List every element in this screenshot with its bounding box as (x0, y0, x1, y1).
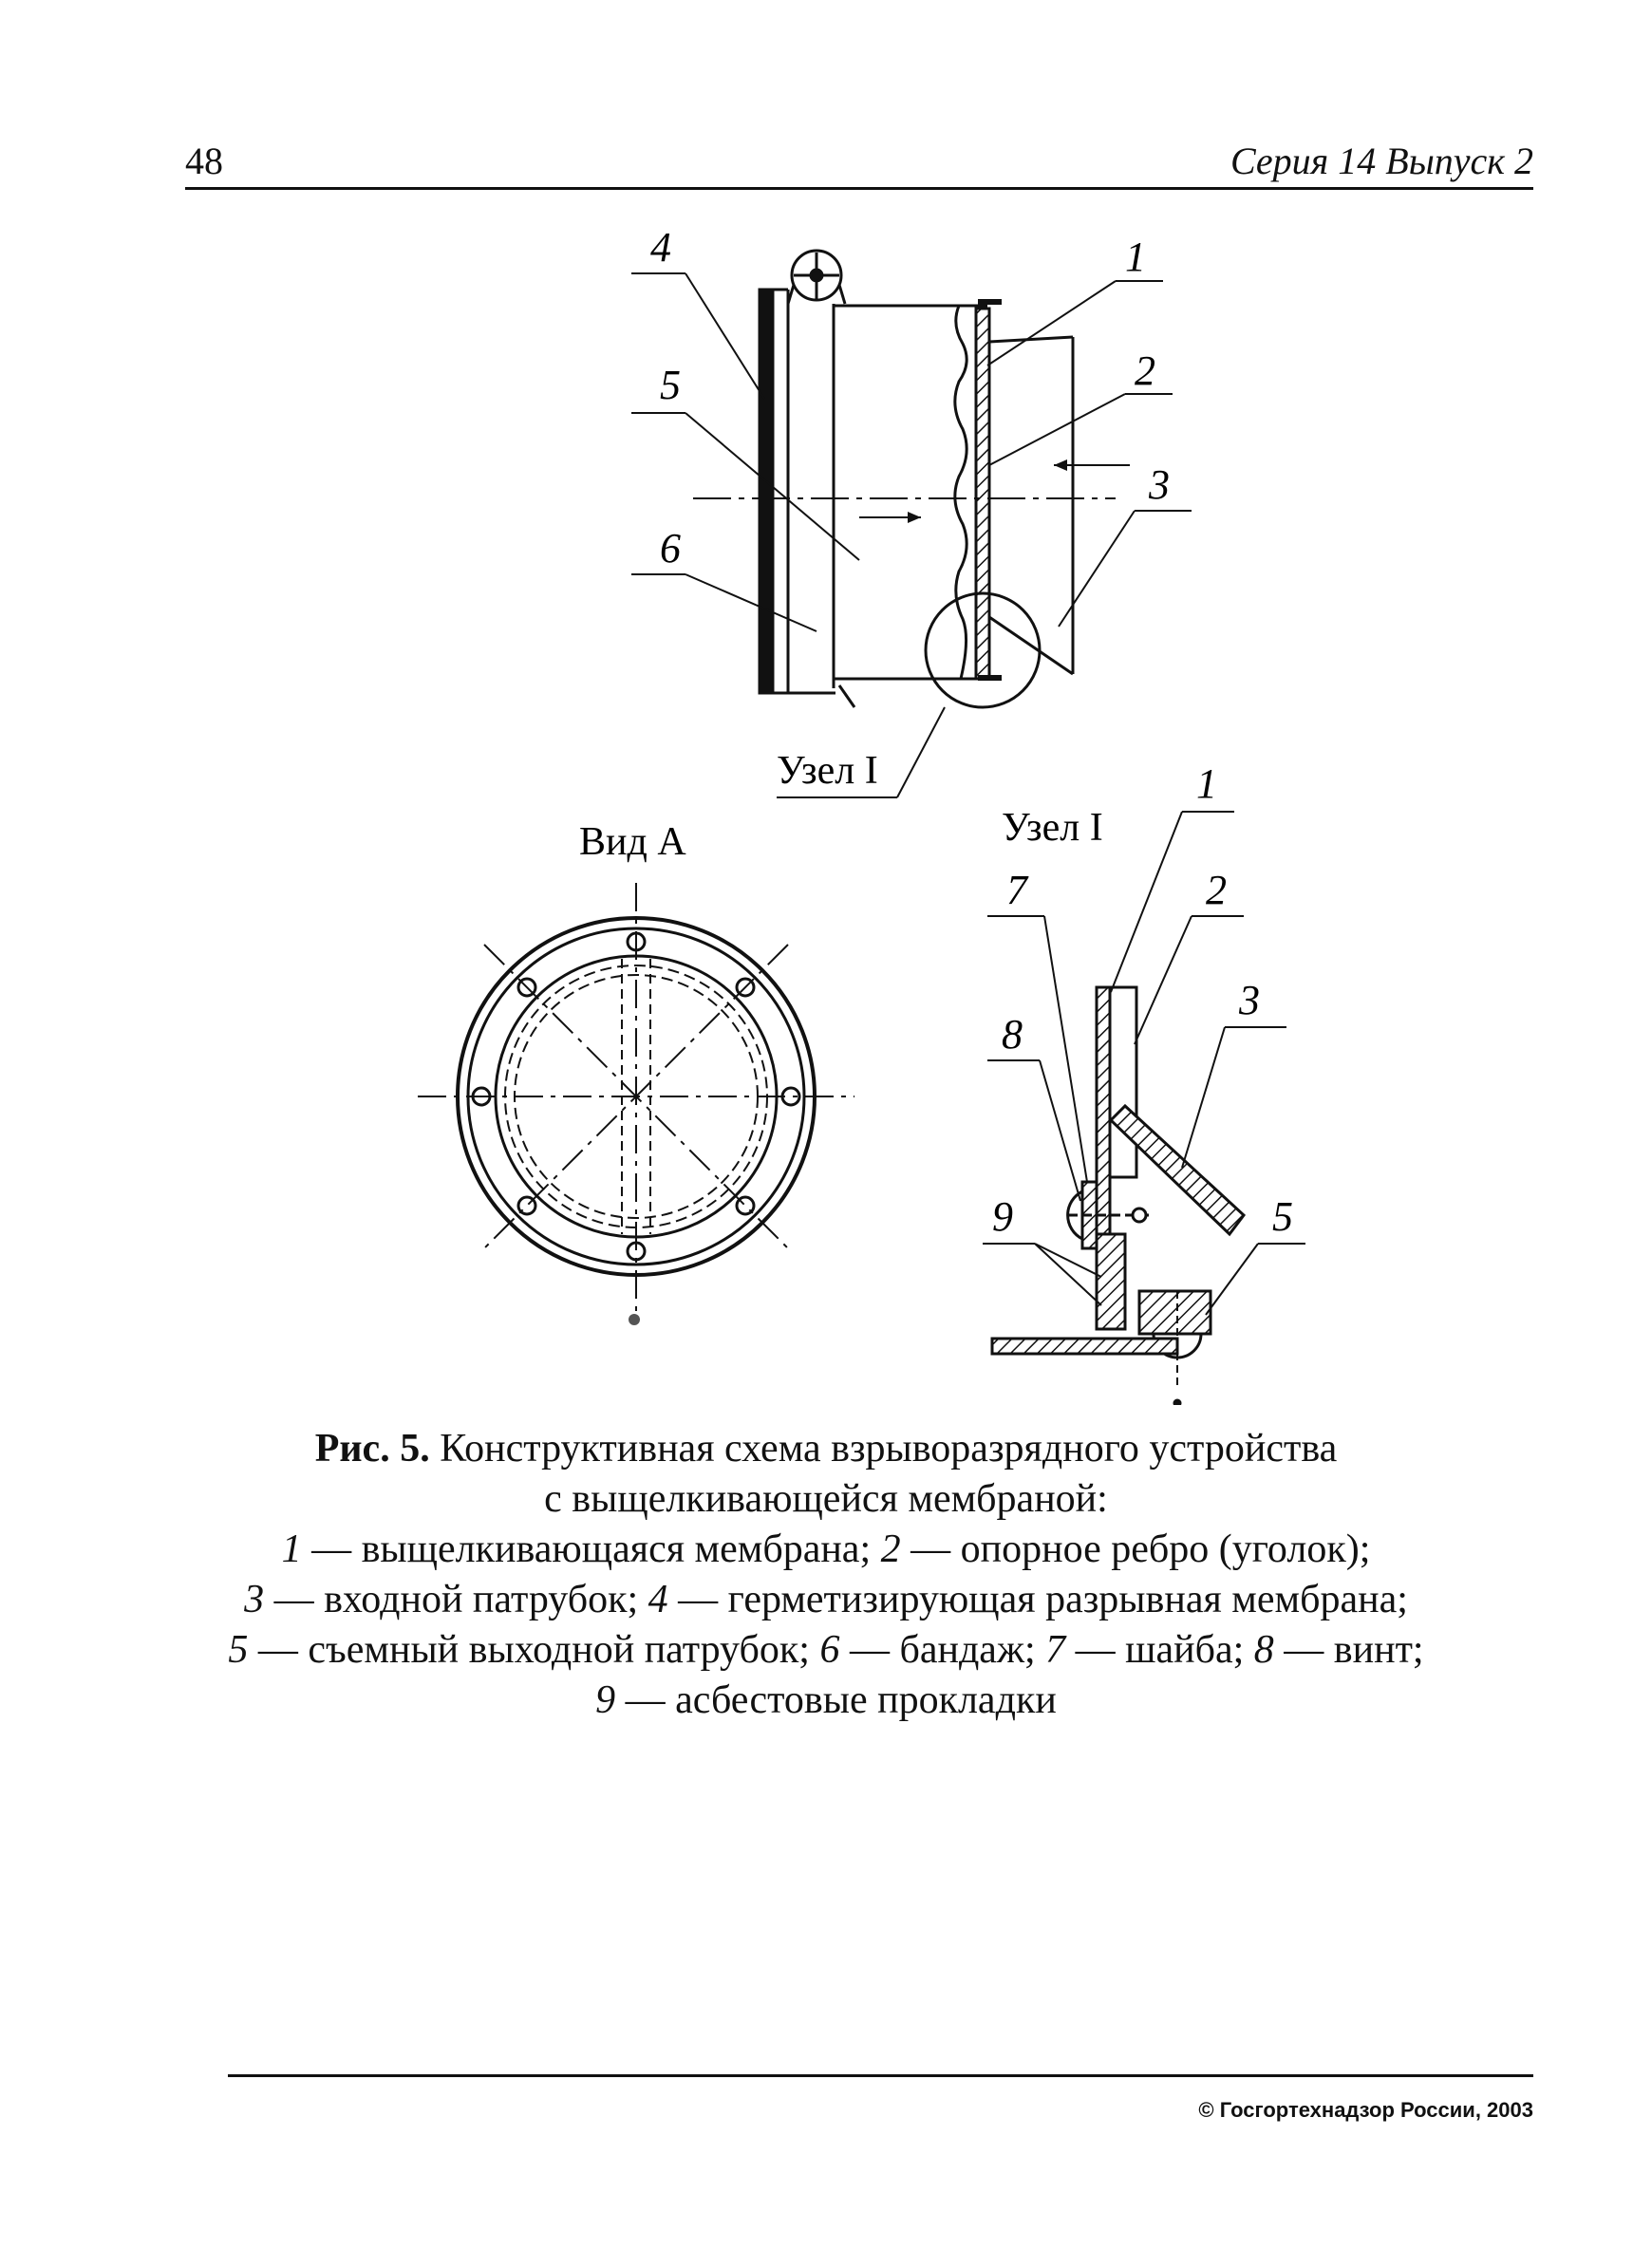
callout-1: 1 (1125, 234, 1146, 280)
legend-num: 8 (1253, 1628, 1274, 1672)
view-a-drawing (418, 883, 854, 1325)
caption-legend-line4: 9 — асбестовые прокладки (161, 1676, 1491, 1726)
legend-num: 7 (1045, 1628, 1066, 1672)
legend-text: — винт; (1284, 1628, 1424, 1672)
header-rule (185, 187, 1533, 190)
footer-copyright: © Госгортехнадзор России, 2003 (1198, 2098, 1533, 2122)
legend-text: — герметизирующая разрывная мембрана; (678, 1578, 1408, 1621)
legend-num: 2 (880, 1527, 901, 1571)
legend-num: 6 (819, 1628, 840, 1672)
detail-callout-2: 2 (1206, 867, 1227, 913)
callout-5: 5 (660, 362, 681, 408)
legend-text: — съемный выходной патрубок; (257, 1628, 810, 1672)
caption-label: Рис. 5. (314, 1427, 430, 1471)
callout-6: 6 (660, 525, 681, 571)
footer-rule (228, 2074, 1533, 2077)
node-detail-drawing (990, 985, 1247, 1405)
legend-num: 5 (228, 1628, 249, 1672)
caption-legend-line2: 3 — входной патрубок; 4 — герметизирующа… (161, 1575, 1491, 1625)
callout-2: 2 (1135, 347, 1155, 394)
technical-drawing: 4 1 5 2 3 6 Узел I Вид А Узел I (418, 224, 1305, 1405)
legend-num: 4 (648, 1578, 668, 1621)
main-leaders (631, 272, 1192, 798)
figure-caption: Рис. 5. Конструктивная схема взрыворазря… (161, 1424, 1491, 1726)
legend-text: — опорное ребро (уголок); (910, 1527, 1371, 1571)
callout-3: 3 (1148, 461, 1170, 508)
caption-title: Конструктивная схема взрыворазрядного ус… (440, 1427, 1338, 1471)
running-header: Серия 14 Выпуск 2 (1230, 140, 1533, 182)
detail-callout-3: 3 (1238, 977, 1260, 1023)
view-a-title: Вид А (579, 820, 686, 864)
legend-text: — входной патрубок; (273, 1578, 639, 1621)
legend-num: 9 (595, 1678, 616, 1722)
caption-title-line2: с выщелкивающейся мембраной: (544, 1477, 1108, 1521)
device-side-view (693, 249, 1130, 709)
legend-text: — асбестовые прокладки (625, 1678, 1057, 1722)
detail-callout-labels: 1 7 2 3 8 9 5 (992, 760, 1293, 1240)
detail-title: Узел I (1002, 806, 1103, 850)
caption-legend-line3: 5 — съемный выходной патрубок; 6 — банда… (161, 1625, 1491, 1676)
detail-leaders (983, 811, 1305, 1316)
legend-text: — выщелкивающаяся мембрана; (311, 1527, 872, 1571)
callout-4: 4 (650, 224, 671, 271)
caption-legend-line1: 1 — выщелкивающаяся мембрана; 2 — опорно… (161, 1525, 1491, 1575)
detail-callout-8: 8 (1002, 1011, 1023, 1058)
page-number: 48 (185, 140, 223, 182)
legend-num: 1 (281, 1527, 302, 1571)
detail-callout-7: 7 (1006, 867, 1029, 913)
main-callout-labels: 4 1 5 2 3 6 Узел I (650, 224, 1170, 798)
legend-num: 3 (244, 1578, 265, 1621)
legend-text: — шайба; (1075, 1628, 1245, 1672)
detail-callout-1: 1 (1196, 760, 1217, 807)
caption-title-line1: Рис. 5. Конструктивная схема взрыворазря… (161, 1424, 1491, 1474)
detail-callout-9: 9 (992, 1193, 1013, 1240)
detail-callout-5: 5 (1272, 1193, 1293, 1240)
node-label: Узел I (777, 749, 878, 793)
legend-text: — бандаж; (849, 1628, 1036, 1672)
